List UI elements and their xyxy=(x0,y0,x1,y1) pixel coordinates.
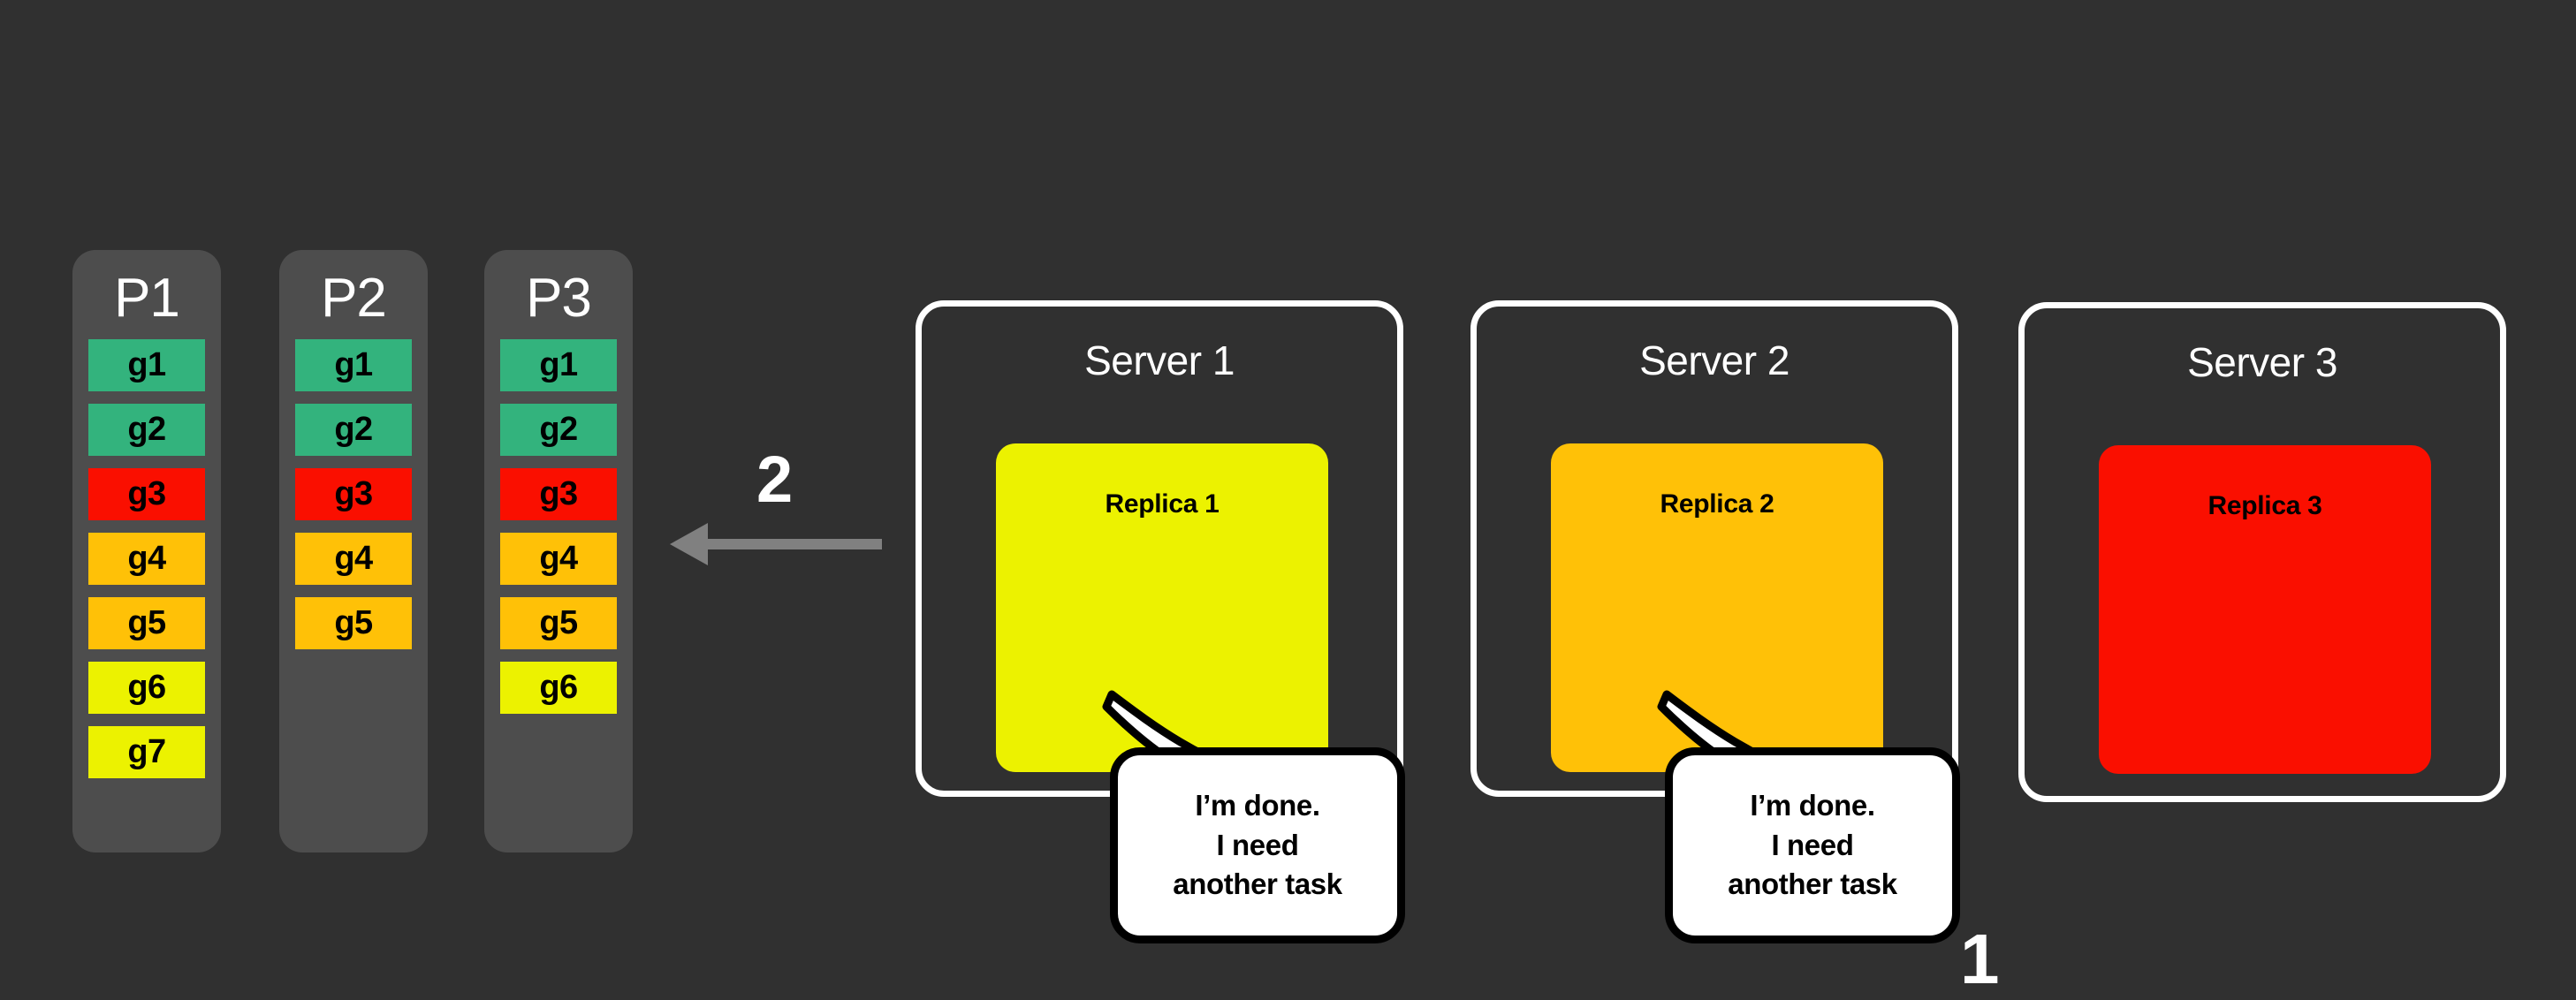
server-label: Server 2 xyxy=(1639,337,1790,383)
replica-label: Replica 3 xyxy=(2207,491,2322,520)
group-label: g6 xyxy=(539,669,578,707)
replica-box-3: Replica 3 xyxy=(2099,445,2431,774)
group-block: g3 xyxy=(295,468,412,521)
group-label: g4 xyxy=(539,540,578,578)
group-label: g1 xyxy=(127,346,166,384)
bubble-text-line: I need xyxy=(1216,828,1299,861)
speech-bubble-2: I’m done. I need another task xyxy=(1665,747,1960,943)
bubble-text-line: I’m done. xyxy=(1750,788,1875,822)
group-label: g6 xyxy=(127,669,166,707)
group-list: g1 g2 g3 g4 g5 g6 g7 xyxy=(72,339,221,779)
server-box-1: Server 1 Replica 1 xyxy=(916,300,1403,797)
group-list: g1 g2 g3 g4 g5 xyxy=(279,339,428,650)
group-label: g7 xyxy=(127,733,166,771)
group-block: g4 xyxy=(500,533,617,586)
replica-box-1: Replica 1 xyxy=(996,443,1328,772)
group-block: g5 xyxy=(500,597,617,650)
group-label: g5 xyxy=(127,604,166,642)
group-block: g5 xyxy=(295,597,412,650)
bubble-text-line: another task xyxy=(1728,867,1897,901)
replica-box-2: Replica 2 xyxy=(1551,443,1883,772)
partition-column-p2: P2 g1 g2 g3 g4 g5 xyxy=(279,250,428,852)
group-label: g4 xyxy=(334,540,373,578)
replica-label: Replica 1 xyxy=(1105,489,1220,519)
group-block: g3 xyxy=(88,468,205,521)
group-label: g3 xyxy=(539,475,578,513)
rebalance-arrow-icon xyxy=(670,523,882,565)
partition-label: P1 xyxy=(114,268,180,329)
group-block: g2 xyxy=(295,404,412,457)
group-block: g1 xyxy=(88,339,205,392)
group-label: g4 xyxy=(127,540,166,578)
group-block: g5 xyxy=(88,597,205,650)
server-label: Server 1 xyxy=(1084,337,1235,383)
group-label: g1 xyxy=(334,346,373,384)
group-label: g5 xyxy=(334,604,373,642)
group-block: g6 xyxy=(500,662,617,715)
group-block: g6 xyxy=(88,662,205,715)
group-label: g2 xyxy=(334,411,373,449)
partition-label: P3 xyxy=(526,268,592,329)
group-label: g3 xyxy=(334,475,373,513)
step-marker-2: 2 xyxy=(756,443,793,516)
step-marker-1: 1 xyxy=(1960,920,1999,998)
group-block: g2 xyxy=(88,404,205,457)
group-label: g1 xyxy=(539,346,578,384)
group-block: g3 xyxy=(500,468,617,521)
bubble-text-line: I need xyxy=(1771,828,1854,861)
server-box-3: Server 3 Replica 3 xyxy=(2018,302,2506,802)
group-block: g4 xyxy=(88,533,205,586)
server-label: Server 3 xyxy=(2187,339,2337,385)
group-block: g1 xyxy=(295,339,412,392)
group-block: g2 xyxy=(500,404,617,457)
group-label: g2 xyxy=(127,411,166,449)
server-box-2: Server 2 Replica 2 xyxy=(1470,300,1958,797)
group-block: g7 xyxy=(88,726,205,779)
partition-label: P2 xyxy=(321,268,387,329)
group-block: g1 xyxy=(500,339,617,392)
replica-label: Replica 2 xyxy=(1660,489,1774,519)
speech-bubble-1: I’m done. I need another task xyxy=(1110,747,1405,943)
group-list: g1 g2 g3 g4 g5 g6 xyxy=(484,339,633,715)
partition-column-p3: P3 g1 g2 g3 g4 g5 g6 xyxy=(484,250,633,852)
group-label: g3 xyxy=(127,475,166,513)
partition-column-p1: P1 g1 g2 g3 g4 g5 g6 g7 xyxy=(72,250,221,852)
group-label: g5 xyxy=(539,604,578,642)
bubble-text-line: I’m done. xyxy=(1195,788,1320,822)
bubble-text-line: another task xyxy=(1173,867,1342,901)
group-block: g4 xyxy=(295,533,412,586)
group-label: g2 xyxy=(539,411,578,449)
